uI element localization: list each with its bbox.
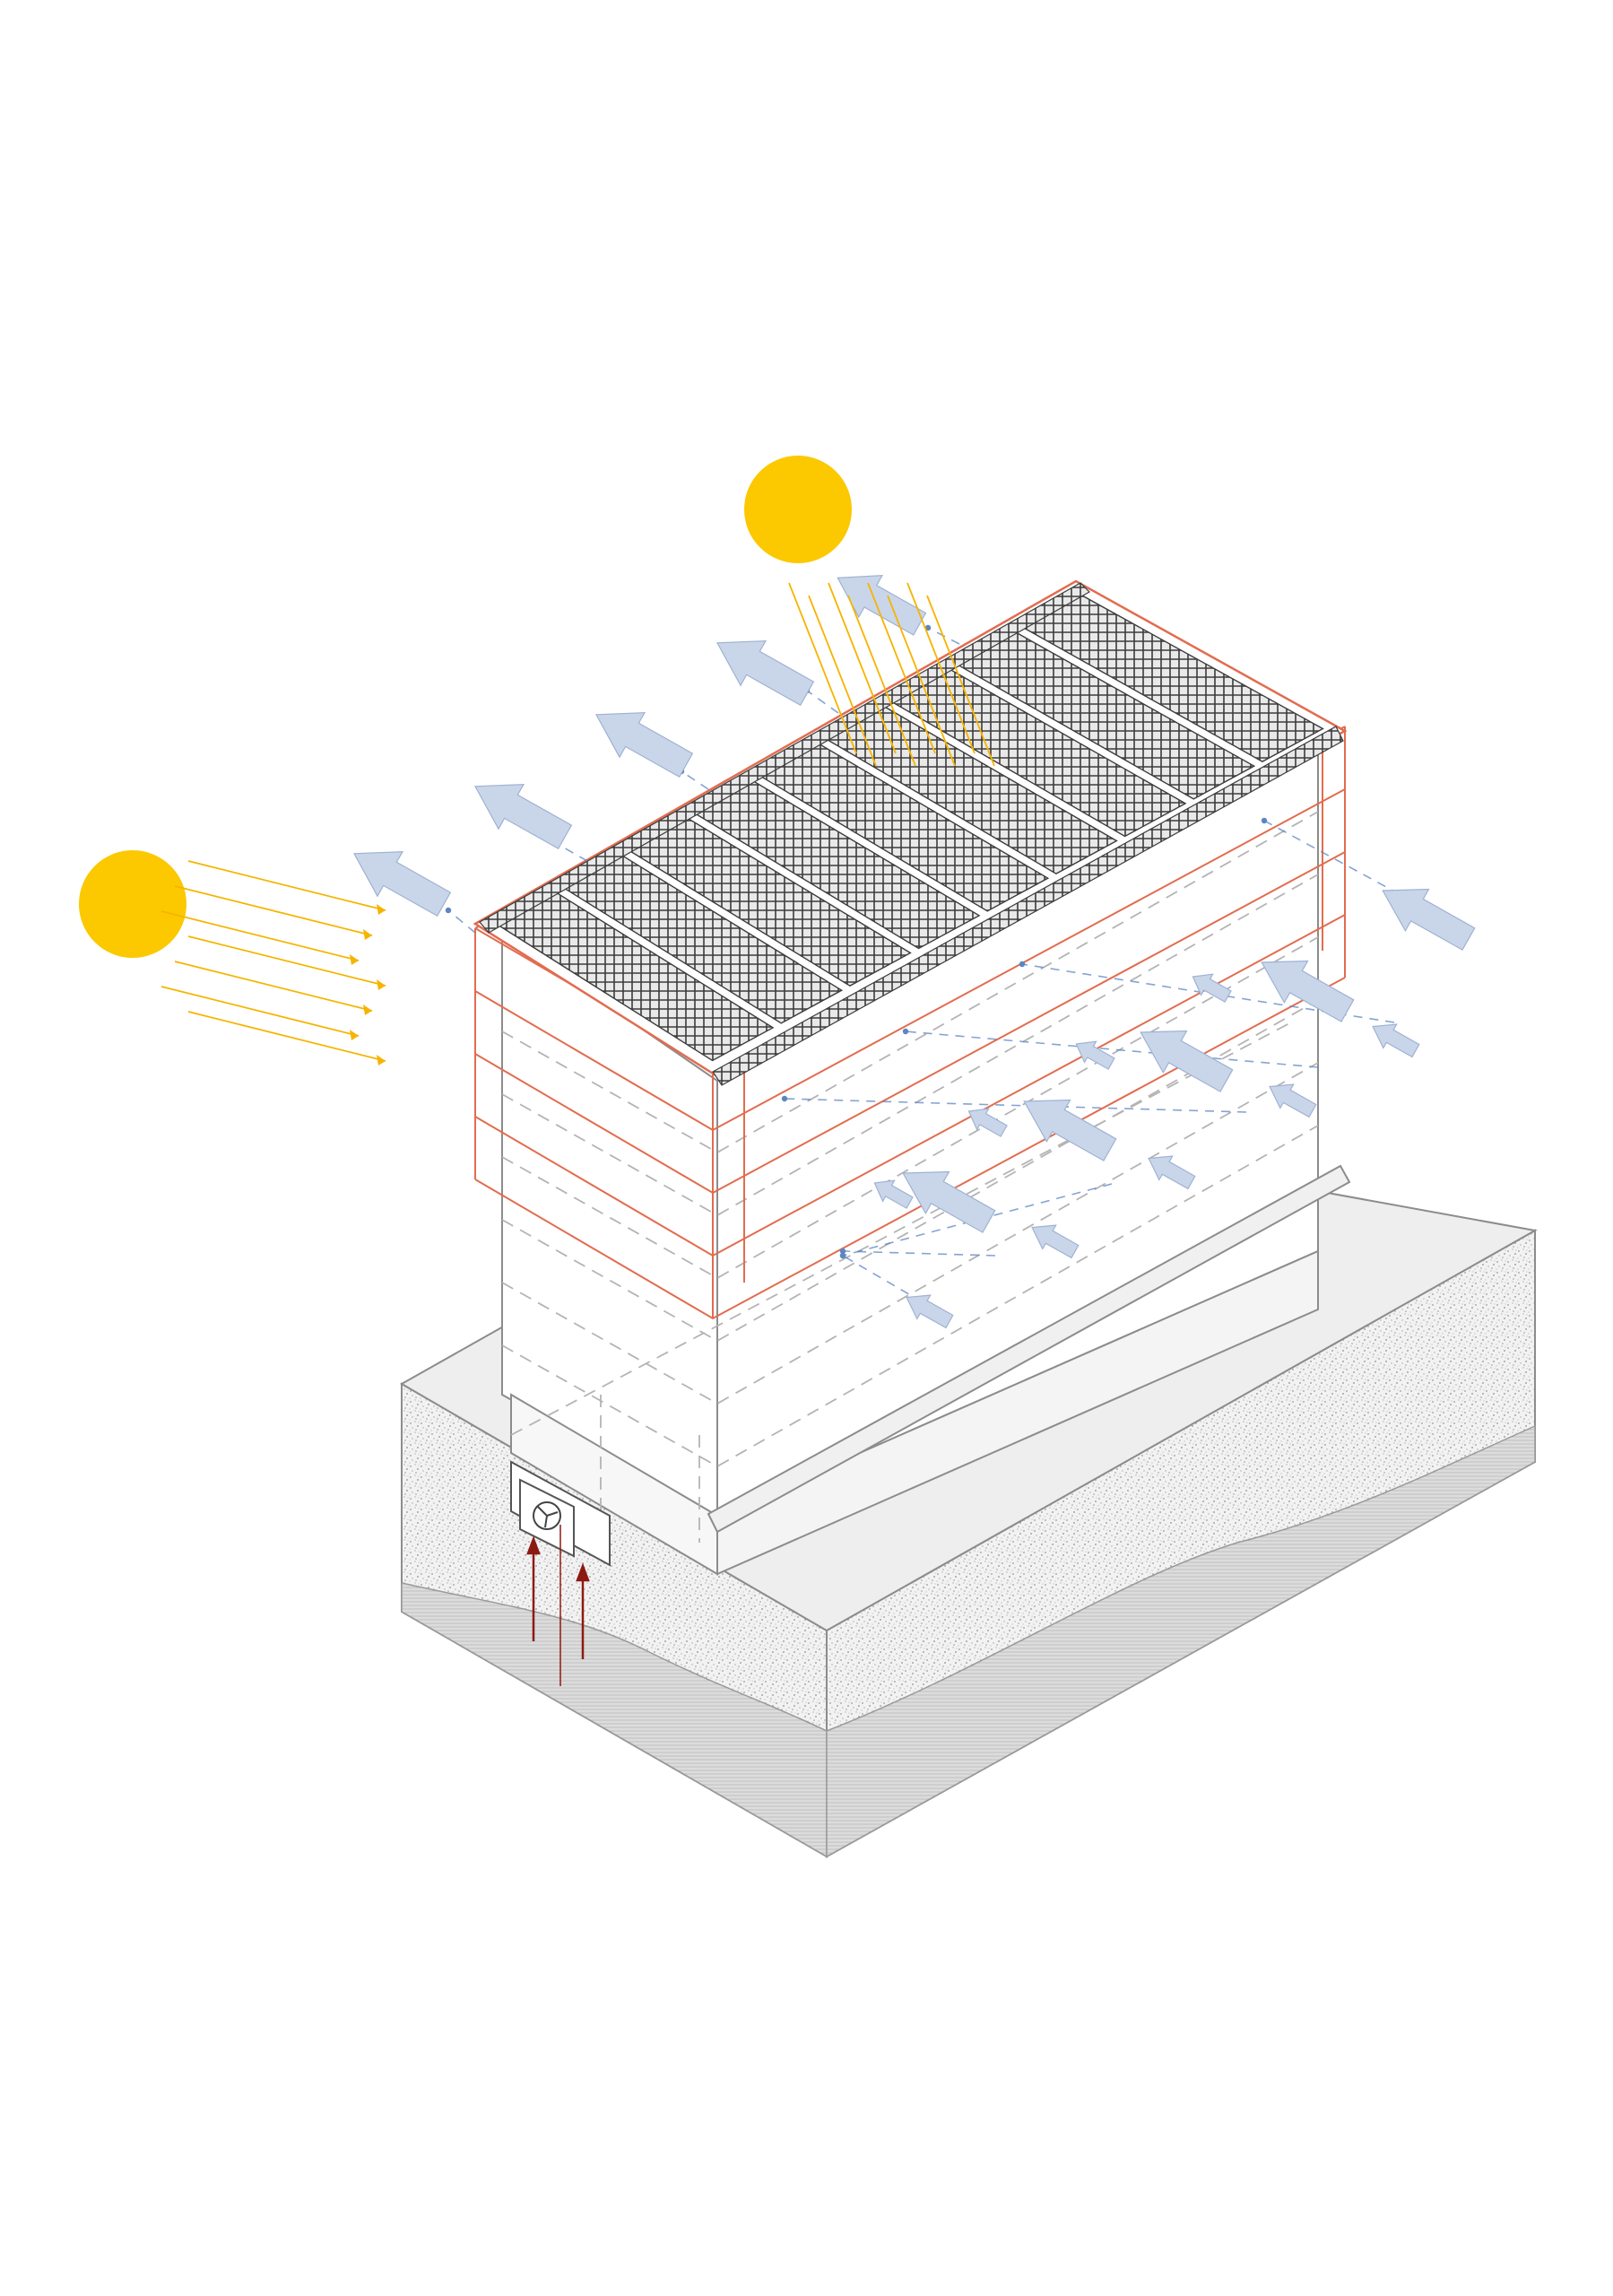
- sun-ray-head: [377, 1055, 386, 1065]
- sun-ray-head: [350, 954, 359, 965]
- sun-ray: [926, 595, 995, 767]
- sun-ray: [788, 582, 857, 754]
- floor-lines: [501, 811, 1319, 1543]
- wind-arrow-icon: [1075, 1040, 1115, 1070]
- sun-ray-head: [350, 1030, 359, 1040]
- wind-arrow-icon: [1372, 1023, 1420, 1058]
- wind-arrow-icon: [1023, 1099, 1117, 1161]
- sun-ray: [160, 910, 360, 961]
- wind-arrow-icon: [1192, 973, 1232, 1003]
- wind-arrow-icon: [1269, 1083, 1317, 1118]
- sun-ray: [828, 582, 897, 754]
- wind-arrow-icon: [906, 1294, 954, 1329]
- wind-flow-head: [445, 907, 452, 914]
- ground-strata-left: [401, 1582, 828, 1858]
- sun-ray: [187, 860, 386, 911]
- wind-flow-head: [839, 1248, 846, 1255]
- fan-icon: [533, 1501, 561, 1530]
- sun-ray: [187, 1011, 386, 1062]
- wind-flow-line: [681, 770, 709, 790]
- roof-gutter-front: [712, 726, 1344, 1086]
- sun-ray-head: [363, 929, 372, 940]
- wind-arrow-icon: [1148, 1155, 1196, 1190]
- wind-flow-head: [839, 1252, 846, 1259]
- solar-panels: [491, 591, 1324, 1062]
- wind-arrow-icon: [474, 783, 573, 850]
- wind-flow-line: [905, 1031, 1319, 1068]
- wind-arrow-icon: [1140, 1030, 1234, 1092]
- wind-arrow-icon: [1031, 1224, 1080, 1259]
- wind-arrow-icon: [1261, 960, 1355, 1022]
- roof-gutter-back: [479, 582, 1090, 934]
- sun-ray: [867, 582, 936, 754]
- wind-arrow-icon: [1382, 888, 1476, 951]
- wind-arrow-icon: [353, 850, 452, 918]
- wind-flow-line: [555, 842, 588, 862]
- sun-ray: [847, 595, 916, 767]
- wind-flow-head: [902, 1028, 909, 1035]
- sun-icon: [744, 456, 852, 563]
- wind-flow-line: [447, 909, 476, 934]
- sun-ray: [160, 986, 360, 1037]
- building-plinth-right: [716, 1249, 1319, 1576]
- wind-flow-head: [924, 624, 932, 631]
- sun-ray-head: [363, 1004, 372, 1015]
- sun-ray: [174, 885, 373, 936]
- sun-top-group: [744, 456, 995, 767]
- wind-flow-head: [1019, 961, 1026, 968]
- wind-flow-line: [806, 690, 839, 714]
- sun-icon: [79, 850, 186, 958]
- wind-arrow-icon: [837, 575, 927, 636]
- wind-flow-line: [842, 1183, 1113, 1257]
- sun-ray: [906, 582, 976, 754]
- wind-flow-head: [1261, 817, 1268, 824]
- sun-ray: [808, 595, 877, 767]
- wind-flow: [353, 575, 1476, 1329]
- sun-ray: [174, 961, 373, 1012]
- wind-arrow-icon: [873, 1179, 914, 1209]
- solar-roof: [473, 579, 1348, 1086]
- building: [501, 734, 1351, 1576]
- wind-arrow-icon: [716, 639, 815, 707]
- wind-flow-line: [784, 1098, 1247, 1113]
- sun-ray-head: [377, 979, 386, 990]
- wind-flow-head: [781, 1095, 788, 1102]
- wind-flow-line: [1021, 963, 1395, 1023]
- wind-arrow-icon: [902, 1170, 996, 1233]
- sun-left-group: [79, 850, 386, 1065]
- sun-ray: [187, 935, 386, 987]
- building-ledge: [707, 1164, 1351, 1534]
- wind-arrow-icon: [595, 711, 694, 778]
- sun-ray: [887, 595, 956, 767]
- ground-strata-right: [826, 1424, 1536, 1858]
- wind-arrow-icon: [967, 1108, 1008, 1137]
- geothermal-arrows: [526, 1525, 590, 1686]
- sun-ray-head: [377, 904, 386, 915]
